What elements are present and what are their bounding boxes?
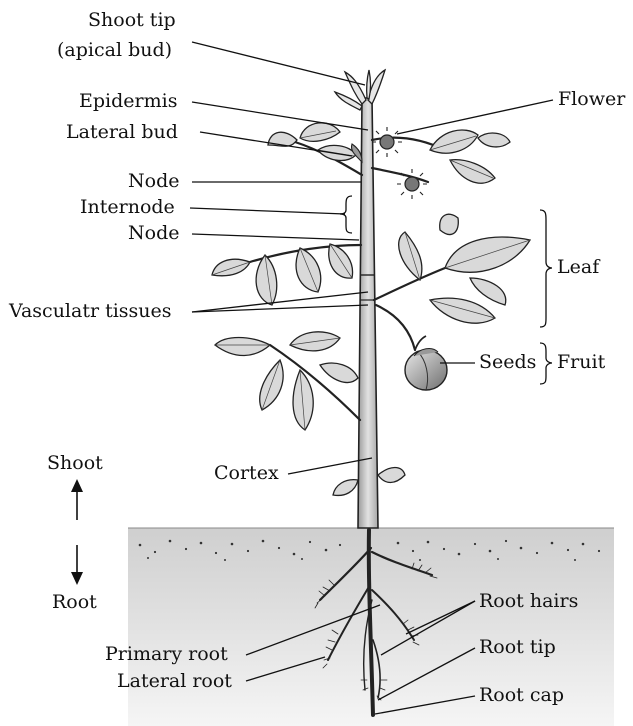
label-root-hairs: Root hairs: [479, 592, 578, 611]
label-shoot-tip: Shoot tip: [88, 11, 176, 30]
label-lateral-bud: Lateral bud: [66, 123, 178, 142]
label-root-tip: Root tip: [479, 638, 556, 657]
label-flower: Flower: [558, 90, 625, 109]
label-apical-bud: (apical bud): [57, 41, 172, 60]
label-root-cap: Root cap: [479, 686, 564, 705]
label-node-lower: Node: [128, 224, 179, 243]
label-lateral-root: Lateral root: [117, 672, 232, 691]
label-fruit: Fruit: [557, 353, 605, 372]
label-node-upper: Node: [128, 172, 179, 191]
label-leaf: Leaf: [557, 258, 599, 277]
label-root: Root: [52, 593, 97, 612]
label-internode: Internode: [80, 198, 175, 217]
label-seeds: Seeds: [479, 353, 536, 372]
lateral-bud: [351, 144, 362, 162]
label-shoot: Shoot: [47, 454, 103, 473]
label-vascular-tissues: Vasculatr tissues: [9, 302, 172, 321]
label-cortex: Cortex: [214, 464, 279, 483]
main-stem: [358, 98, 378, 528]
label-epidermis: Epidermis: [79, 92, 177, 111]
direction-arrows: [71, 479, 83, 585]
label-primary-root: Primary root: [105, 645, 228, 664]
apical-bud: [335, 70, 385, 110]
